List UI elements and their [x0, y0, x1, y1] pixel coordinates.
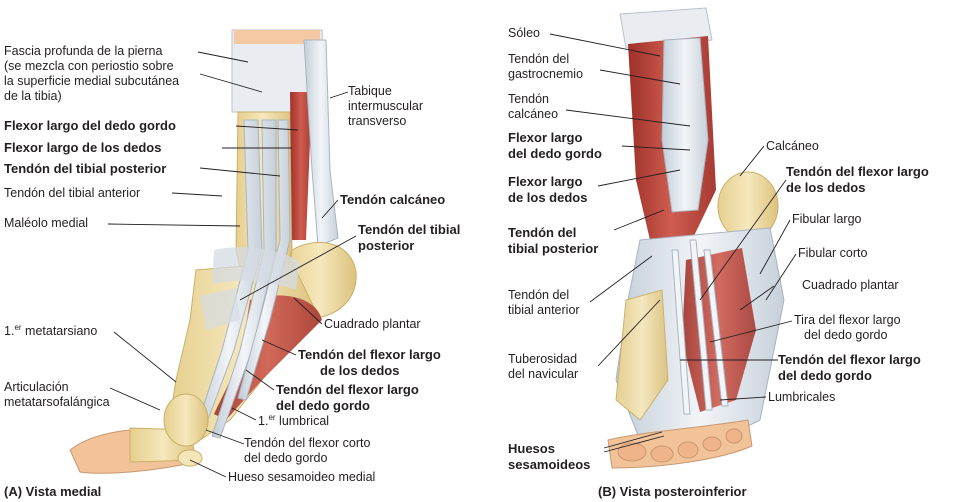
- label-flexor-corto-line-1: Tendón del flexor corto: [244, 436, 371, 450]
- label-tendon-gastrocnemio: Tendón del gastrocnemio: [508, 52, 583, 82]
- label-fascia-line-1: Fascia profunda de la pierna: [4, 44, 163, 58]
- label-tabique-line-1: Tabique: [348, 84, 392, 98]
- label-sesamoideos-line-1: Huesos: [508, 441, 555, 456]
- label-tendon-flexor-corto: Tendón del flexor corto del dedo gordo: [244, 436, 370, 466]
- label-metatarsiano-text: metatarsiano: [21, 324, 98, 338]
- label-huesos-sesamoideos: Huesos sesamoideos: [508, 441, 590, 473]
- label-calcaneo-b-line-1: Tendón: [508, 92, 550, 106]
- label-fascia-profunda: Fascia profunda de la pierna (se mezcla …: [4, 44, 179, 104]
- label-fibular-corto: Fibular corto: [798, 246, 868, 260]
- label-fhl-b-line-2: del dedo gordo: [508, 146, 602, 161]
- label-articulacion-mtf: Articulación metatarsofalángica: [4, 380, 110, 410]
- label-tabique-line-3: transverso: [348, 114, 407, 128]
- label-tp-b-line-2: tibial posterior: [508, 241, 599, 256]
- label-fibular-largo: Fibular largo: [792, 212, 862, 226]
- label-fascia-line-4: de la tibia): [4, 89, 62, 103]
- label-hueso-sesamoideo-medial: Hueso sesamoideo medial: [228, 470, 376, 484]
- label-tira-flexor-largo: Tira del flexor largo del dedo gordo: [794, 313, 901, 343]
- label-ta-b-line-1: Tendón del: [508, 288, 570, 302]
- label-lumbrical-sup: er: [268, 412, 276, 422]
- label-sesamoideos-line-2: sesamoideos: [508, 457, 591, 472]
- label-fhl-b-line-1: Flexor largo: [508, 130, 583, 145]
- label-tira-line-1: Tira del flexor largo: [794, 313, 901, 327]
- label-lumbrical-text: lumbrical: [275, 414, 330, 428]
- label-fdl-a-line-1: Tendón del flexor largo: [298, 347, 441, 362]
- label-cuadrado-plantar-a: Cuadrado plantar: [324, 317, 421, 331]
- medial-view-figure: [69, 29, 357, 474]
- label-flexor-largo-dedos: Flexor largo de los dedos: [4, 140, 162, 155]
- medial-view-leader-lines: [107, 51, 357, 478]
- label-tendon-tibial-posterior-b: Tendón del tibial posterior: [508, 225, 598, 257]
- label-fascia-line-2: (se mezcla con periostio sobre: [4, 59, 174, 73]
- label-fdl-b-line-1: Flexor largo: [508, 174, 583, 189]
- label-tibial-posterior-line-2: posterior: [358, 238, 415, 253]
- label-fhl-tendon-b-line-1: Tendón del flexor largo: [778, 352, 921, 367]
- label-flexor-largo-dedos-b: Flexor largo de los dedos: [508, 174, 587, 206]
- label-gastrocnemio-line-2: gastrocnemio: [508, 67, 584, 81]
- label-fdl-a-line-2: de los dedos: [320, 363, 400, 378]
- label-tendon-calcaneo: Tendón calcáneo: [340, 192, 446, 207]
- label-flexor-corto-line-2: del dedo gordo: [244, 451, 328, 465]
- label-fascia-line-3: la superficie medial subcutánea: [4, 74, 180, 88]
- label-metatarsiano-sup: er: [14, 322, 22, 332]
- label-navicular-line-2: del navicular: [508, 367, 579, 381]
- label-fdl-b-line-2: de los dedos: [508, 190, 588, 205]
- label-fdl-tendon-b-line-1: Tendón del flexor largo: [786, 164, 929, 179]
- caption-vista-medial: (A) Vista medial: [4, 484, 102, 499]
- label-primer-metatarsiano: 1.er metatarsiano: [4, 322, 98, 339]
- label-tuberosidad-navicular: Tuberosidad del navicular: [508, 352, 578, 382]
- posteroinferior-view-figure: [607, 7, 785, 469]
- label-articulacion-line-1: Articulación: [4, 380, 69, 394]
- label-gastrocnemio-line-1: Tendón del: [508, 52, 570, 66]
- label-tabique-line-2: intermuscular: [348, 99, 424, 113]
- label-flexor-largo-dedo-gordo: Flexor largo del dedo gordo: [4, 118, 176, 133]
- label-tibial-posterior-line-1: Tendón del tibial: [358, 222, 461, 237]
- label-tendon-tibial-anterior: Tendón del tibial anterior: [4, 186, 141, 200]
- label-lumbricales: Lumbricales: [768, 390, 836, 404]
- label-tendon-flexor-largo-dedo-gordo-a: Tendón del flexor largo del dedo gordo: [276, 382, 419, 414]
- label-cuadrado-plantar-b: Cuadrado plantar: [802, 278, 899, 292]
- label-tendon-tibial-posterior-right: Tendón del tibial posterior: [358, 222, 460, 254]
- label-tendon-tibial-anterior-b: Tendón del tibial anterior: [508, 288, 580, 318]
- label-fdl-tendon-b-line-2: de los dedos: [786, 180, 866, 195]
- label-calcaneo-b-line-2: calcáneo: [508, 107, 559, 121]
- label-tp-b-line-1: Tendón del: [508, 225, 577, 240]
- label-tendon-tibial-posterior: Tendón del tibial posterior: [4, 161, 167, 176]
- label-calcaneo: Calcáneo: [766, 139, 819, 153]
- label-ta-b-line-2: tibial anterior: [508, 303, 580, 317]
- label-metatarsiano-number: 1.: [4, 324, 15, 338]
- label-articulacion-line-2: metatarsofalángica: [4, 395, 110, 409]
- label-tendon-flexor-largo-dedos-a: Tendón del flexor largo de los dedos: [298, 347, 441, 379]
- label-primer-lumbrical: 1.er lumbrical: [258, 412, 330, 429]
- label-tendon-calcaneo-b: Tendón calcáneo: [508, 92, 558, 122]
- label-tendon-flexor-largo-dedos-b: Tendón del flexor largo de los dedos: [786, 164, 929, 196]
- label-lumbrical-number: 1.: [258, 414, 269, 428]
- label-fhl-a-line-1: Tendón del flexor largo: [276, 382, 419, 397]
- label-tabique-intermuscular: Tabique intermuscular transverso: [348, 84, 423, 129]
- posteroinferior-view-leader-lines: [549, 33, 797, 453]
- label-navicular-line-1: Tuberosidad: [508, 352, 578, 366]
- label-fhl-a-line-2: del dedo gordo: [276, 398, 370, 413]
- label-tendon-flexor-largo-dedo-gordo-b: Tendón del flexor largo del dedo gordo: [778, 352, 921, 384]
- label-flexor-largo-dedo-gordo-b: Flexor largo del dedo gordo: [508, 130, 602, 162]
- label-tira-line-2: del dedo gordo: [804, 328, 888, 342]
- label-soleo: Sóleo: [508, 26, 540, 40]
- caption-vista-posteroinferior: (B) Vista posteroinferior: [598, 484, 747, 499]
- label-maleolo-medial: Maléolo medial: [4, 216, 89, 230]
- label-fhl-tendon-b-line-2: del dedo gordo: [778, 368, 872, 383]
